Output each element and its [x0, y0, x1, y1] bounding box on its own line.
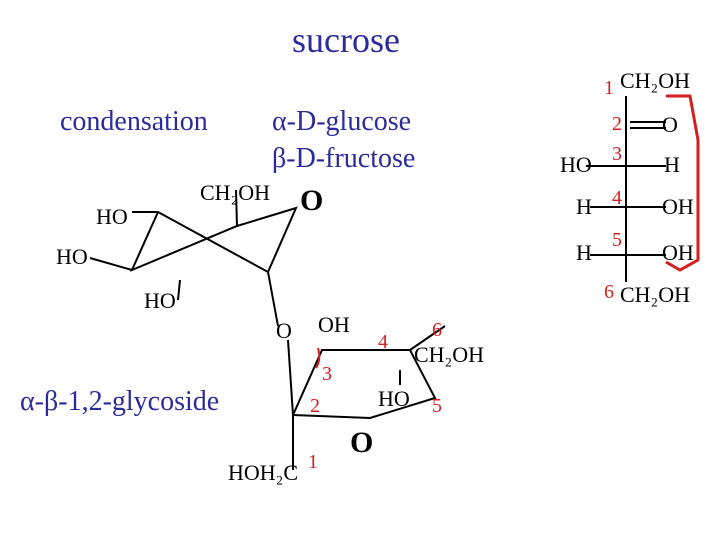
- fischer-c4-h: H: [576, 194, 592, 219]
- glycosidic-bond-lower: [287, 339, 294, 416]
- glucose-ch2oh-bond: [235, 189, 238, 227]
- beta-d-fructose-label: β-D-fructose: [272, 143, 416, 174]
- fischer-carbon-2: 2: [612, 113, 622, 135]
- fructose-carbon-2: 2: [310, 395, 320, 417]
- fischer-c3-h: H: [664, 152, 680, 177]
- fischer-carbon-4: 4: [612, 187, 622, 209]
- fructose-ring-oxygen: O: [350, 426, 374, 459]
- glucose-ho-top: HO: [96, 204, 128, 229]
- fructose-ch2oh-bond: [409, 325, 446, 351]
- glycosidic-bond-upper: [267, 271, 279, 327]
- glucose-ring-bonds: [130, 206, 298, 274]
- fischer-c4-oh: OH: [662, 194, 694, 219]
- fructose-carbon-3: 3: [322, 363, 332, 385]
- fischer-carbon-5: 5: [612, 229, 622, 251]
- fructose-ho: HO: [378, 386, 410, 411]
- glucose-ch2oh: CH₂OH: [200, 180, 271, 205]
- fructose-hoh2c: HOH₂C: [228, 460, 299, 485]
- glucose-ho-mid: HO: [56, 244, 88, 269]
- fischer-c5-h: H: [576, 240, 592, 265]
- fischer-c3-ho: HO: [560, 152, 592, 177]
- glycoside-bond-label: α-β-1,2-glycoside: [20, 386, 220, 417]
- glycoside-arrow-mark: [315, 347, 321, 369]
- fructose-ring-bonds: [292, 349, 437, 420]
- glucose-ho-low-bond: [177, 279, 181, 301]
- fischer-c5-oh: OH: [662, 240, 694, 265]
- fructose-ch2oh: CH₂OH: [414, 342, 485, 367]
- page-title: sucrose: [292, 20, 400, 60]
- fructose-carbon-5: 5: [432, 395, 442, 417]
- fischer-c1-ch2oh: CH₂OH: [620, 68, 691, 93]
- glycosidic-oxygen: O: [276, 318, 292, 343]
- condensation-label: condensation: [60, 106, 208, 137]
- fructose-carbon-1: 1: [308, 451, 318, 473]
- fructose-carbon-6: 6: [432, 319, 442, 341]
- glucose-ring-oxygen: O: [300, 184, 324, 217]
- fischer-carbonyl-double-bond: [630, 121, 666, 129]
- fischer-c2-oxygen: O: [662, 112, 678, 137]
- fischer-red-bracket: [665, 94, 700, 272]
- fischer-carbon-6: 6: [604, 281, 614, 303]
- alpha-d-glucose-label: α-D-glucose: [272, 106, 412, 137]
- glucose-ho-mid-bond: [89, 257, 133, 271]
- fischer-carbon-1: 1: [604, 77, 614, 99]
- fructose-carbon-4: 4: [378, 331, 388, 353]
- fischer-c6-ch2oh: CH₂OH: [620, 282, 691, 307]
- fischer-carbon-3: 3: [612, 143, 622, 165]
- glucose-ho-low: HO: [144, 288, 176, 313]
- glucose-oh: OH: [318, 312, 350, 337]
